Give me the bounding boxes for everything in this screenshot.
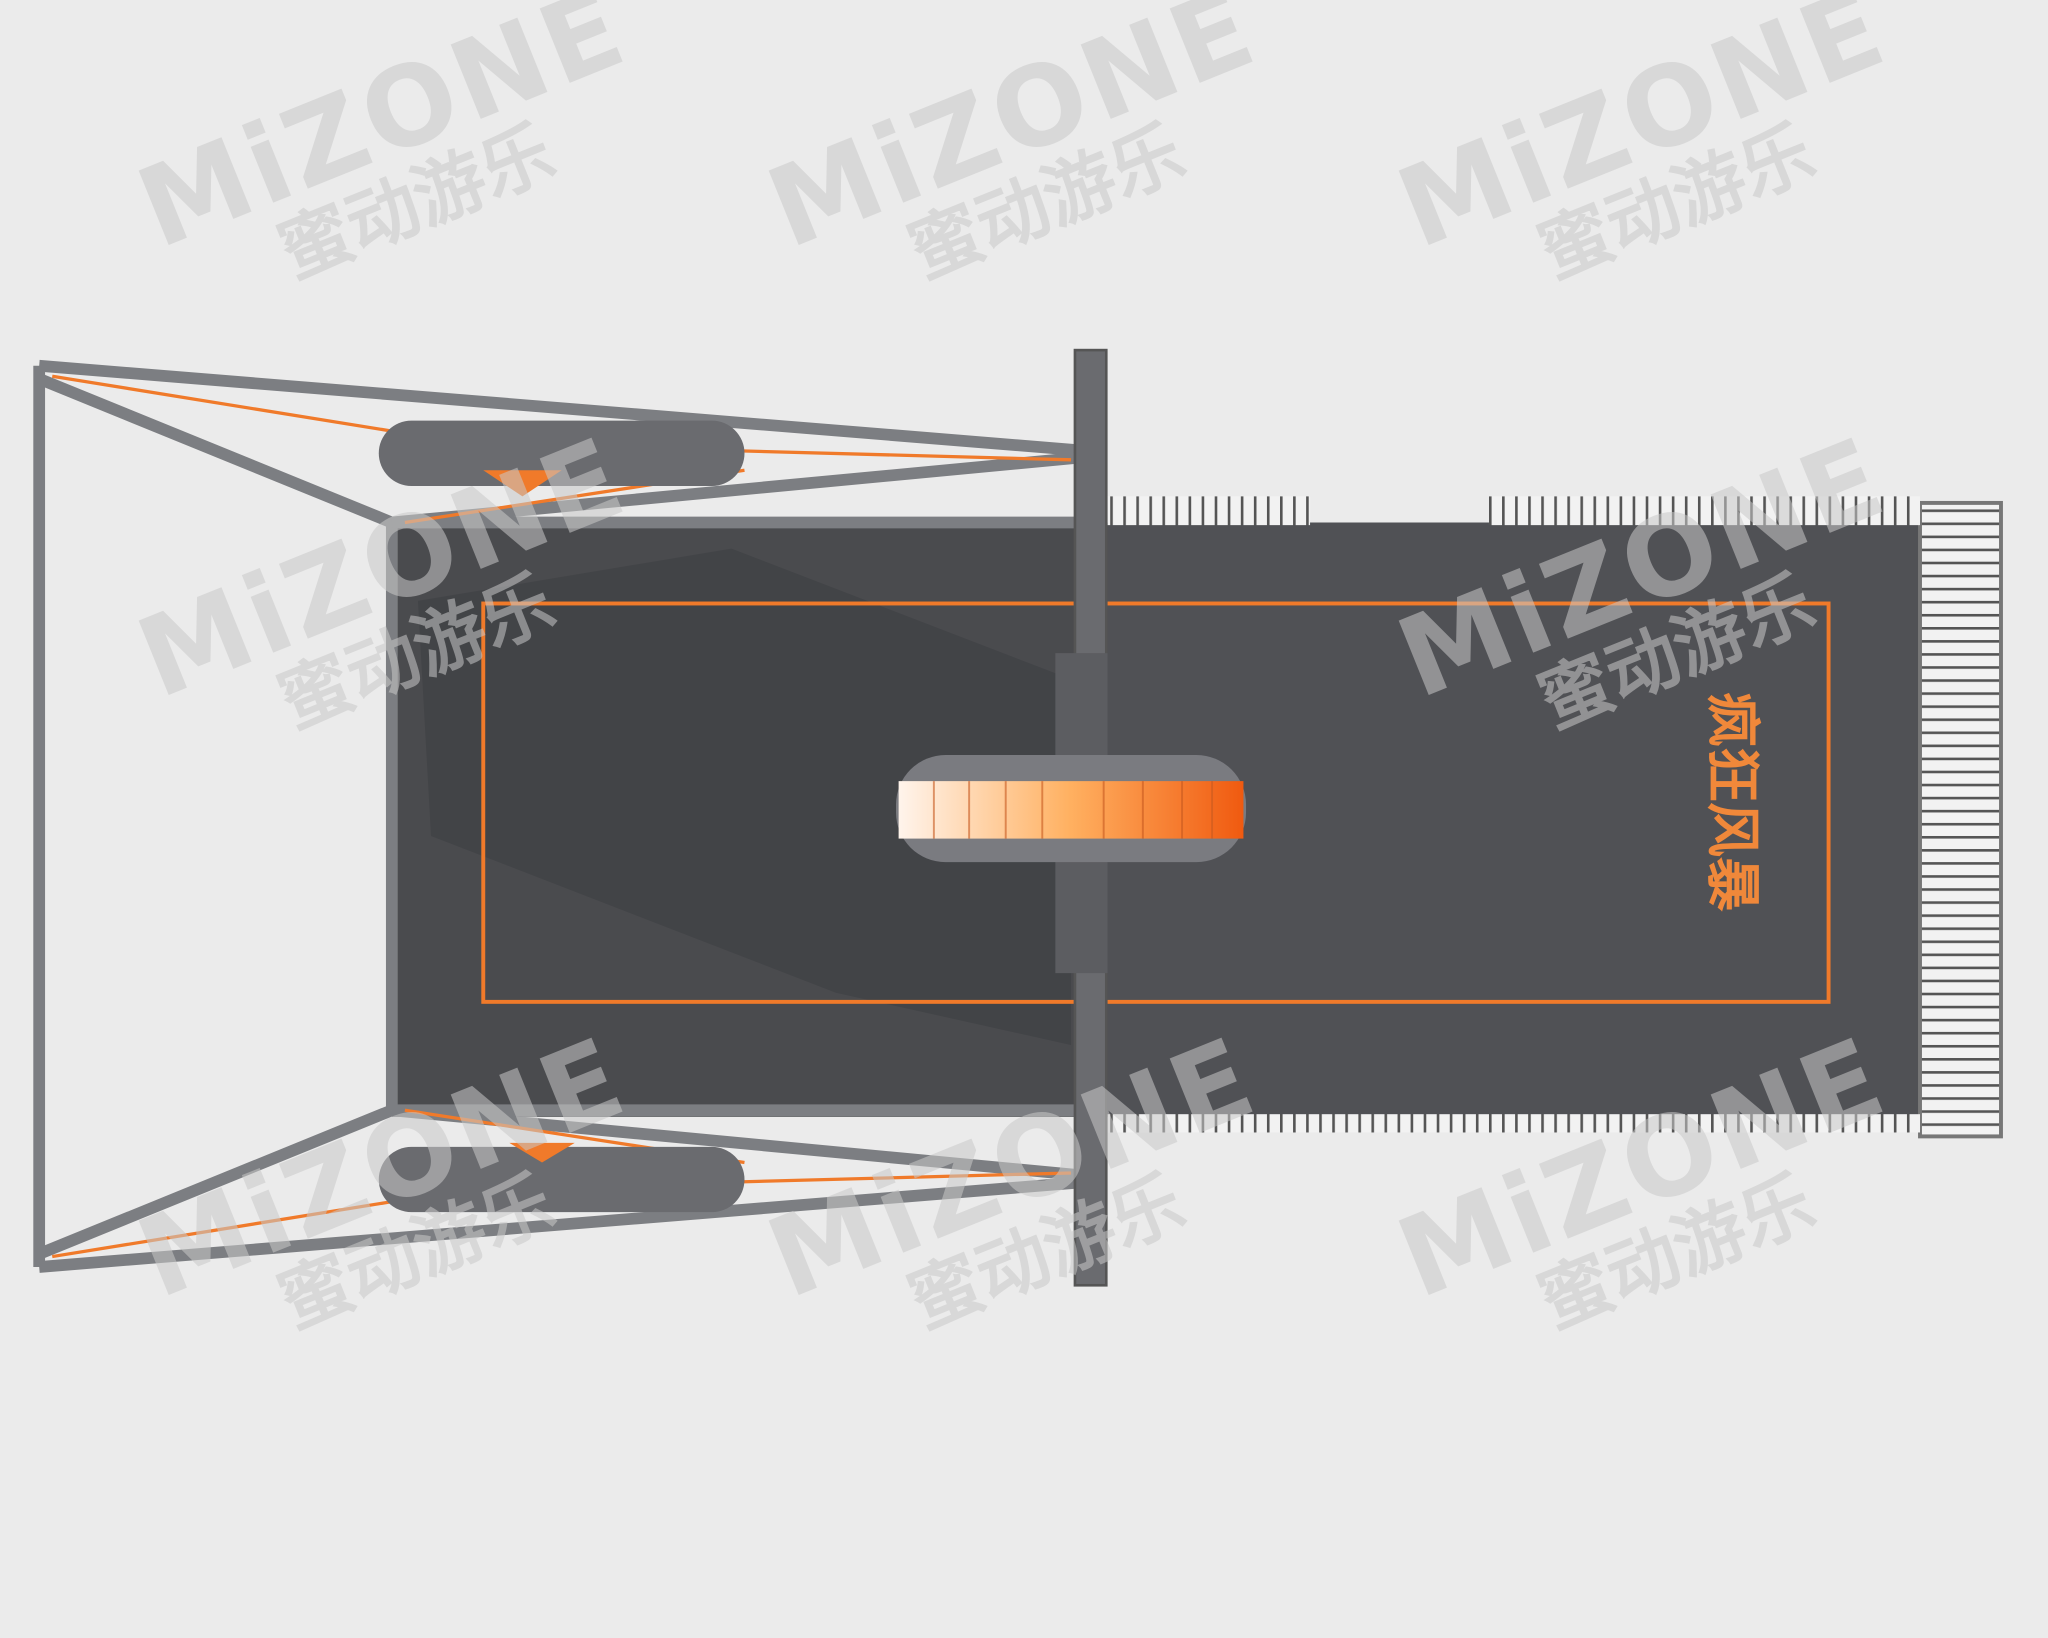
top-fence bbox=[1107, 496, 1311, 526]
top-fence bbox=[1488, 496, 1920, 526]
orange-boundary bbox=[481, 601, 1831, 1004]
shadow bbox=[417, 548, 1072, 1045]
right-fence bbox=[1918, 500, 2003, 1139]
ride-ring bbox=[896, 755, 1247, 863]
flying-light-top bbox=[378, 420, 745, 497]
bottom-fence bbox=[1107, 1114, 1920, 1133]
ride-sign: 疯狂风暴 bbox=[1701, 692, 1765, 912]
flying-light-bottom bbox=[378, 1142, 745, 1213]
left-truss-frame bbox=[33, 359, 1085, 1273]
